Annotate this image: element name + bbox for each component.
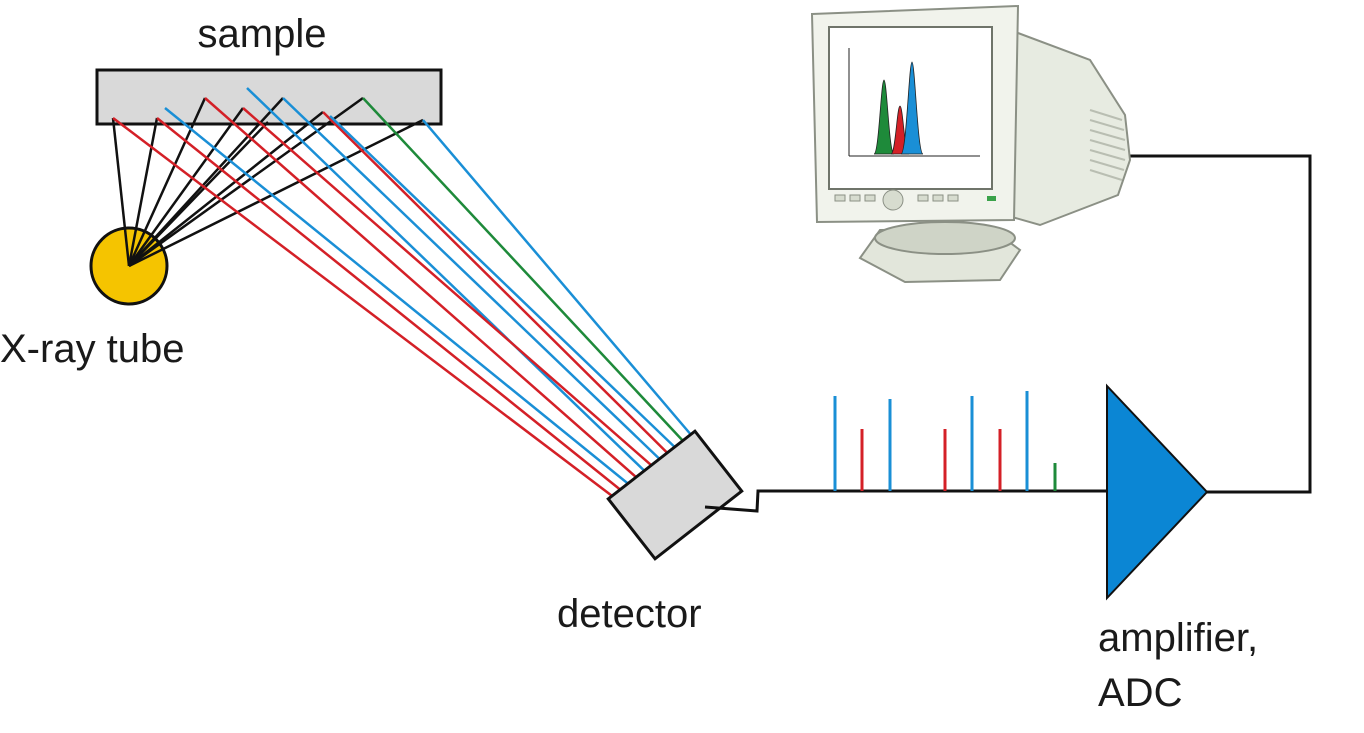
- fluorescence-ray-blue: [246, 87, 657, 483]
- fluorescence-ray-blue: [282, 97, 671, 470]
- fluorescence-ray-blue: [329, 115, 685, 457]
- primary-beams: [111, 96, 424, 268]
- fluorescence-ray-red: [156, 117, 636, 503]
- spectrum-peak-blue: [900, 61, 924, 155]
- fluorescence-ray-blue: [164, 107, 643, 496]
- primary-beam: [127, 107, 245, 267]
- amplifier-triangle: [1106, 383, 1209, 601]
- fluorescence-rays: [112, 87, 699, 509]
- monitor: [810, 4, 1132, 284]
- amplifier-label-line2: ADC: [1098, 671, 1182, 715]
- primary-beam: [111, 117, 131, 267]
- detector: [606, 429, 744, 561]
- xray-tube-label: X-ray tube: [0, 327, 185, 371]
- fluorescence-ray-red: [112, 117, 629, 509]
- detector-label: detector: [557, 592, 702, 636]
- amplifier-label-line1: amplifier,: [1098, 616, 1258, 660]
- fluorescence-ray-red: [242, 107, 664, 477]
- primary-beam: [128, 121, 269, 267]
- monitor-spectrum: [873, 61, 924, 155]
- sample-slab: [95, 68, 443, 126]
- primary-beam: [128, 96, 364, 268]
- primary-beam: [127, 97, 207, 267]
- fluorescence-ray-red: [204, 97, 650, 490]
- primary-beam: [128, 111, 324, 267]
- spectrum-peak-green: [873, 79, 895, 155]
- monitor-screen: [828, 26, 993, 190]
- output-wire: [1128, 154, 1312, 494]
- signal-wire: [704, 489, 1108, 513]
- fluorescence-ray-blue: [422, 119, 699, 444]
- primary-beam: [128, 118, 424, 268]
- fluorescence-ray-green: [362, 97, 692, 451]
- fluorescence-ray-red: [322, 111, 678, 464]
- primary-beam: [127, 117, 159, 267]
- pulse-train: [833, 391, 1057, 491]
- sample-label: sample: [198, 12, 327, 56]
